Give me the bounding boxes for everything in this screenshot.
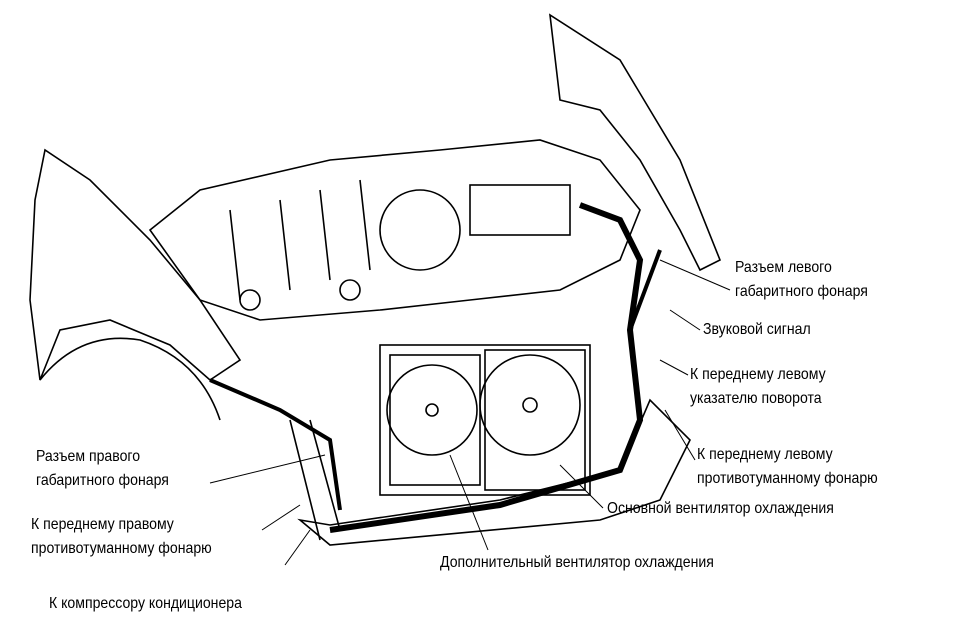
label-line: К переднему правому [31, 516, 174, 533]
label-line: габаритного фонаря [735, 283, 868, 300]
label-line: К переднему левому [690, 366, 826, 383]
label-line: габаритного фонаря [36, 472, 169, 489]
label-line: указателю поворота [690, 390, 822, 407]
left-fender [29, 148, 242, 421]
label-aux-cooling-fan: Дополнительный вентилятор охлаждения [440, 554, 714, 571]
main-fan [479, 354, 581, 456]
radiator-frame [379, 344, 591, 496]
front-crossmember [289, 398, 691, 546]
leader-lines [209, 259, 731, 566]
right-fender [549, 13, 722, 272]
label-right-parking-light-connector: Разъем правого габаритного фонаря [36, 445, 169, 493]
label-left-turn-signal: К переднему левому указателю поворота [690, 363, 826, 411]
label-line: Разъем правого [36, 448, 141, 465]
wiring-harness [209, 202, 662, 533]
label-right-fog-light: К переднему правому противотуманному фон… [31, 513, 212, 561]
label-line: К переднему левому [697, 446, 833, 463]
label-left-fog-light: К переднему левому противотуманному фона… [697, 443, 878, 491]
label-line: противотуманному фонарю [697, 470, 878, 487]
aux-fan [386, 364, 478, 456]
label-line: противотуманному фонарю [31, 540, 212, 557]
label-left-parking-light-connector: Разъем левого габаритного фонаря [735, 256, 868, 304]
label-horn: Звуковой сигнал [703, 321, 811, 338]
label-main-cooling-fan: Основной вентилятор охлаждения [607, 500, 834, 517]
label-line: Разъем левого [735, 259, 832, 276]
firewall [148, 139, 641, 321]
label-ac-compressor: К компрессору кондиционера [49, 595, 242, 612]
